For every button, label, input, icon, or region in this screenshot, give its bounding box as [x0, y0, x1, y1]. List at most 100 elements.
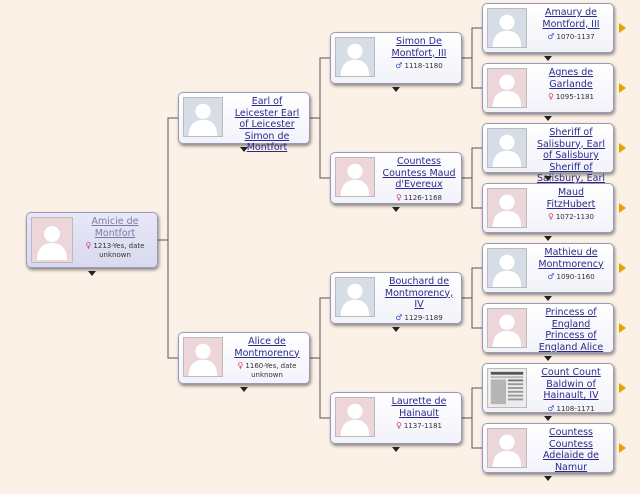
person-card-bouchard[interactable]: Bouchard de Montmorency, IV♂1129-1189 — [330, 272, 462, 324]
person-info: Count Count Baldwin of Hainault, IV ♂1108… — [533, 367, 609, 414]
expand-down-arrow-icon[interactable] — [544, 56, 552, 61]
person-card-maud[interactable]: Countess Countess Maud d'Evereux♀1126-11… — [330, 152, 462, 204]
person-dates: ♂1090-1160 — [533, 272, 609, 282]
person-card-maudfh[interactable]: Maud FitzHubert ♀1072-1130 — [482, 183, 614, 233]
person-photo[interactable] — [487, 248, 527, 288]
person-photo[interactable] — [487, 68, 527, 108]
expand-down-arrow-icon[interactable] — [544, 296, 552, 301]
connector — [158, 117, 178, 359]
expand-down-arrow-icon[interactable] — [544, 236, 552, 241]
person-card-alice[interactable]: Alice de Montmorency ♀1160-Yes, date unkn… — [178, 332, 310, 384]
person-photo[interactable] — [335, 397, 375, 437]
more-ancestors-arrow-icon[interactable] — [619, 323, 626, 333]
person-name-link[interactable]: Countess Countess Maud d'Evereux — [382, 156, 456, 190]
expand-down-arrow-icon[interactable] — [392, 87, 400, 92]
female-symbol-icon: ♀ — [547, 212, 554, 221]
person-dates: ♂1108-1171 — [533, 404, 609, 414]
more-ancestors-arrow-icon[interactable] — [619, 443, 626, 453]
more-ancestors-arrow-icon[interactable] — [619, 83, 626, 93]
person-info: Alice de Montmorency ♀1160-Yes, date unkn… — [229, 336, 305, 380]
person-card-laurette[interactable]: Laurette de Hainault♀1137-1181 — [330, 392, 462, 444]
expand-down-arrow-icon[interactable] — [240, 147, 248, 152]
person-photo[interactable] — [487, 188, 527, 228]
person-silhouette-icon — [492, 254, 522, 287]
person-name-link[interactable]: Simon De Montfort, III — [391, 36, 447, 59]
person-photo[interactable] — [487, 128, 527, 168]
person-card-adelaide[interactable]: Countess Countess Adelaide de Namur — [482, 423, 614, 473]
person-silhouette-icon — [492, 134, 522, 167]
person-info: Amaury de Montford, III♂1070-1137 — [533, 7, 609, 42]
expand-down-arrow-icon[interactable] — [392, 327, 400, 332]
more-ancestors-arrow-icon[interactable] — [619, 203, 626, 213]
person-name-link[interactable]: Maud FitzHubert — [546, 187, 596, 210]
person-lifespan: 1213-Yes, date unknown — [93, 242, 145, 259]
more-ancestors-arrow-icon[interactable] — [619, 383, 626, 393]
expand-down-arrow-icon[interactable] — [544, 476, 552, 481]
person-name-link[interactable]: Princess of England Princess of England … — [538, 307, 604, 353]
person-card-amaury[interactable]: Amaury de Montford, III♂1070-1137 — [482, 3, 614, 53]
person-photo[interactable] — [487, 368, 527, 408]
person-name-link[interactable]: Earl of Leicester Earl of Leicester Simo… — [234, 96, 300, 153]
person-card-mathieu[interactable]: Mathieu de Montmorency ♂1090-1160 — [482, 243, 614, 293]
male-symbol-icon: ♂ — [395, 61, 403, 70]
person-photo[interactable] — [335, 157, 375, 197]
person-name-link[interactable]: Bouchard de Montmorency, IV — [384, 276, 454, 310]
person-photo[interactable] — [183, 97, 223, 137]
expand-down-arrow-icon[interactable] — [392, 207, 400, 212]
person-photo[interactable] — [487, 428, 527, 468]
person-silhouette-icon — [340, 163, 370, 196]
person-card-baldwin[interactable]: Count Count Baldwin of Hainault, IV ♂1108… — [482, 363, 614, 413]
person-info: Mathieu de Montmorency ♂1090-1160 — [533, 247, 609, 282]
connector — [462, 27, 482, 89]
person-name-link[interactable]: Count Count Baldwin of Hainault, IV — [541, 367, 601, 401]
person-info: Laurette de Hainault♀1137-1181 — [381, 396, 457, 431]
person-dates: ♀1072-1130 — [533, 212, 609, 222]
person-name-link[interactable]: Amaury de Montford, III — [542, 7, 600, 30]
more-ancestors-arrow-icon[interactable] — [619, 263, 626, 273]
person-name-link[interactable]: Laurette de Hainault — [391, 396, 447, 419]
person-silhouette-icon — [340, 283, 370, 316]
expand-down-arrow-icon[interactable] — [544, 416, 552, 421]
expand-down-arrow-icon[interactable] — [88, 271, 96, 276]
person-info: Simon De Montfort, III♂1118-1180 — [381, 36, 457, 71]
person-name-link[interactable]: Amicie de Montfort — [91, 216, 139, 239]
person-silhouette-icon — [188, 103, 218, 136]
person-name-link[interactable]: Agnes de Garlande — [548, 67, 594, 90]
person-name-link[interactable]: Alice de Montmorency — [234, 336, 300, 359]
person-silhouette-icon — [340, 43, 370, 76]
person-silhouette-icon — [340, 403, 370, 436]
expand-down-arrow-icon[interactable] — [544, 176, 552, 181]
male-symbol-icon: ♂ — [547, 403, 555, 413]
more-ancestors-arrow-icon[interactable] — [619, 23, 626, 33]
expand-down-arrow-icon[interactable] — [544, 116, 552, 121]
person-dates: ♀1160-Yes, date unknown — [229, 361, 305, 380]
male-symbol-icon: ♂ — [547, 272, 555, 281]
person-card-earl[interactable]: Earl of Leicester Earl of Leicester Simo… — [178, 92, 310, 153]
female-symbol-icon: ♀ — [85, 241, 92, 250]
person-card-agnes[interactable]: Agnes de Garlande ♀1095-1181 — [482, 63, 614, 113]
person-name-link[interactable]: Sheriff of Salisbury, Earl of Salisbury … — [536, 127, 606, 184]
female-symbol-icon: ♀ — [395, 421, 402, 430]
person-silhouette-icon — [492, 74, 522, 107]
more-ancestors-arrow-icon[interactable] — [619, 143, 626, 153]
person-dates: ♀1095-1181 — [533, 92, 609, 102]
expand-down-arrow-icon[interactable] — [544, 356, 552, 361]
person-photo[interactable] — [335, 277, 375, 317]
person-name-link[interactable]: Countess Countess Adelaide de Namur — [542, 427, 600, 473]
person-card-princess[interactable]: Princess of England Princess of England … — [482, 303, 614, 353]
person-card-simon3[interactable]: Simon De Montfort, III♂1118-1180 — [330, 32, 462, 84]
person-photo[interactable] — [31, 217, 73, 263]
person-photo[interactable] — [487, 8, 527, 48]
female-symbol-icon: ♀ — [547, 92, 554, 101]
person-info: Agnes de Garlande ♀1095-1181 — [533, 67, 609, 102]
person-photo[interactable] — [183, 337, 223, 377]
male-symbol-icon: ♂ — [395, 312, 403, 322]
expand-down-arrow-icon[interactable] — [392, 447, 400, 452]
expand-down-arrow-icon[interactable] — [240, 387, 248, 392]
person-photo[interactable] — [335, 37, 375, 77]
person-card-sheriff[interactable]: Sheriff of Salisbury, Earl of Salisbury … — [482, 123, 614, 184]
person-name-link[interactable]: Mathieu de Montmorency — [538, 247, 604, 270]
person-card-amicie[interactable]: Amicie de Montfort ♀1213-Yes, date unknow… — [26, 212, 158, 268]
person-photo[interactable] — [487, 308, 527, 348]
